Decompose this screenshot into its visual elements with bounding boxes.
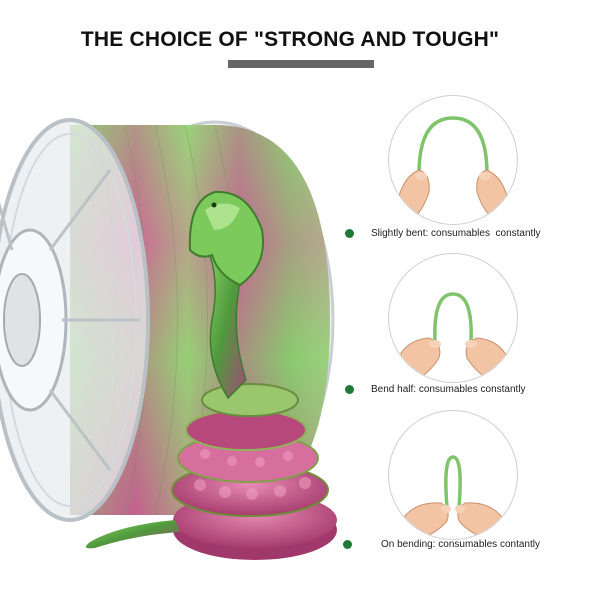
hands-bending-filament-half-icon <box>390 292 516 382</box>
bend-caption-slight: Slightly bent: consumables constantly <box>340 224 600 242</box>
bend-demo-full <box>388 410 518 540</box>
bend-demo-slight <box>388 95 518 225</box>
caption-text: On bending: consumables contantly <box>381 538 540 550</box>
bullet-dot-icon <box>345 228 354 238</box>
caption-text: Slightly bent: consumables constantly <box>371 227 541 239</box>
hands-bending-filament-slightly-icon <box>392 116 514 223</box>
page-title: THE CHOICE OF "STRONG AND TOUGH" <box>80 28 500 51</box>
caption-text: Bend half: consumables constantly <box>371 383 526 395</box>
filament-spool-icon <box>0 80 340 600</box>
bullet-dot-icon <box>345 384 354 394</box>
bend-demo-half <box>388 253 518 383</box>
bend-caption-full: On bending: consumables contantly <box>340 535 600 553</box>
hands-bending-filament-fully-icon <box>394 455 512 539</box>
bullet-dot-icon <box>343 539 352 549</box>
title-underline <box>228 60 374 68</box>
bend-caption-half: Bend half: consumables constantly <box>340 380 600 398</box>
